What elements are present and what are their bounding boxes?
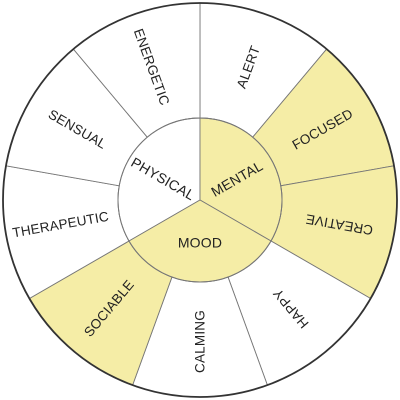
inner-label-mood: MOOD <box>178 235 222 251</box>
inner-ring-border <box>117 117 283 283</box>
label-calming: CALMING <box>193 310 208 373</box>
